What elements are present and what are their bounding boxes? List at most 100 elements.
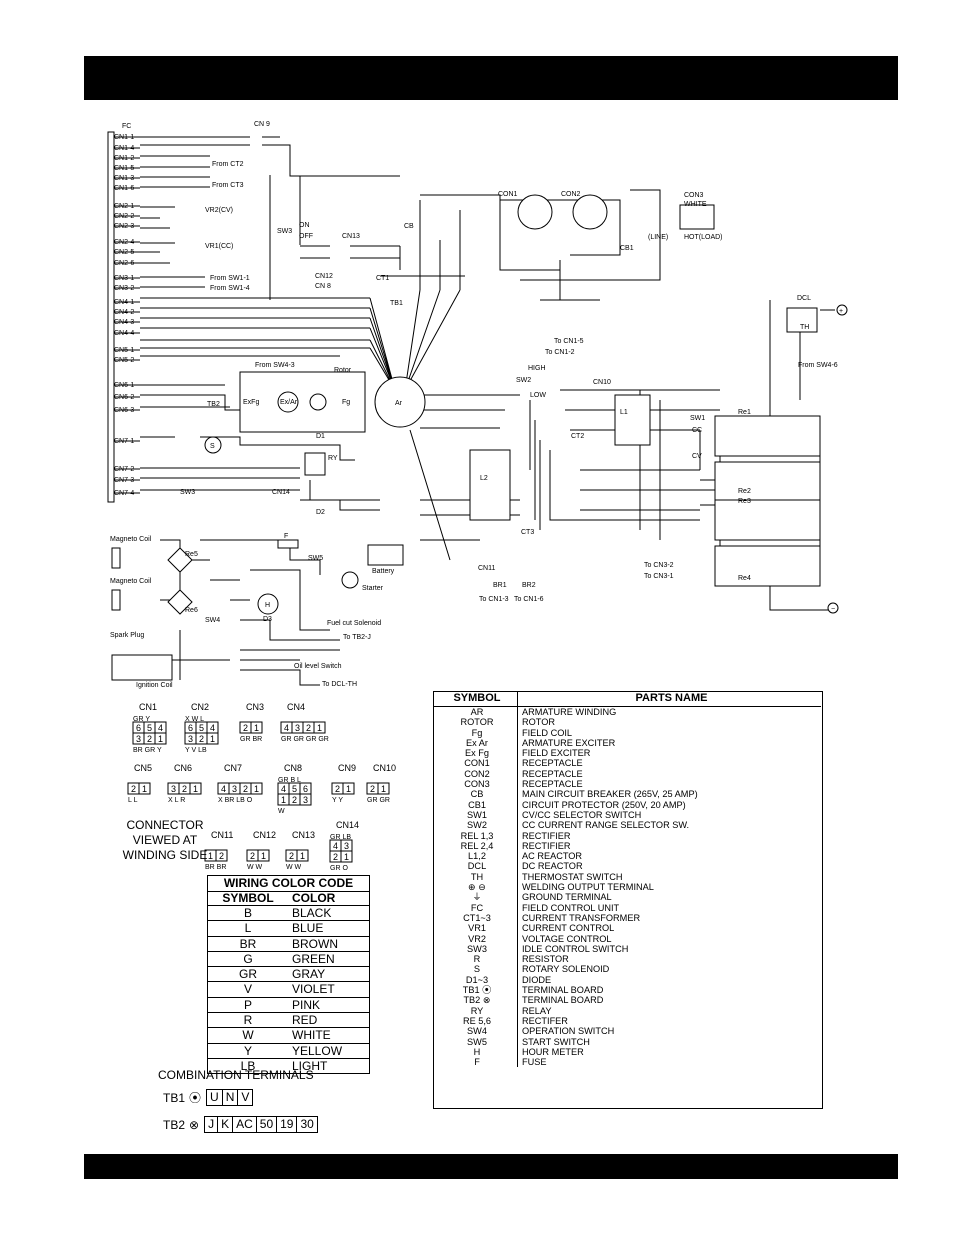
connector-pin [138,782,151,795]
parts-name: RESISTOR [522,954,569,965]
parts-symbol: VR2 [433,933,518,944]
connector-text: 1 [261,851,266,861]
connector-text: X W L [185,716,204,723]
svg-text:D1: D1 [316,433,325,440]
svg-text:TH: TH [800,324,809,331]
parts-symbol: H [433,1046,518,1058]
terminal-cell: 50 [255,1116,278,1133]
parts-symbol: RE 5,6 [433,1015,518,1027]
parts-symbol: CT1~3 [433,912,518,924]
svg-text:L2: L2 [480,475,488,482]
parts-name: OPERATION SWITCH [522,1026,615,1037]
color-name: WHITE [292,1028,331,1043]
terminal-cell: 19 [276,1116,298,1133]
svg-text:(LINE): (LINE) [648,234,668,241]
re4-rectifier [714,545,821,587]
parts-row: ⊕ ⊖WELDING OUTPUT TERMINAL [433,882,821,893]
connector-text: CN11 [211,830,233,840]
parts-symbol: R [433,954,518,965]
svg-text:RY: RY [328,455,338,462]
color-name: GRAY [292,967,326,982]
svg-text:ExFg: ExFg [243,399,259,406]
connector-text: 3 [344,841,349,851]
svg-text:Fg: Fg [342,399,350,406]
svg-text:To CN1-2: To CN1-2 [545,349,575,356]
connector-text: 1 [210,734,215,744]
connector-pin [250,721,263,734]
connector-text: 1 [281,795,286,805]
parts-name: RELAY [522,1005,552,1016]
parts-name: START SWITCH [522,1036,590,1047]
terminal-cell: 30 [296,1116,318,1133]
svg-text:From SW4-6: From SW4-6 [798,362,838,369]
parts-header-symbol: SYMBOL [433,691,518,707]
parts-name: RECTIFIER [522,830,571,841]
svg-text:Fuel cut Solenoid: Fuel cut Solenoid [327,620,381,627]
svg-text:F: F [284,533,288,540]
parts-symbol: ROTOR [433,717,518,728]
svg-text:Re2: Re2 [738,488,751,495]
svg-text:LOW: LOW [530,392,546,399]
svg-text:CN 8: CN 8 [315,283,331,290]
parts-symbol: TH [433,871,518,883]
connector-note: CONNECTOR VIEWED AT WINDING SIDE [122,818,208,862]
svg-text:SW1: SW1 [690,415,705,422]
connector-text: GR GR [367,797,390,804]
connector-text: 3 [188,734,193,744]
svg-text:Battery: Battery [372,568,395,575]
svg-text:CN 9: CN 9 [254,121,270,128]
connector-text: CN7 [224,763,242,773]
parts-name: RECEPTACLE [522,768,583,779]
parts-name: HOUR METER [522,1046,584,1057]
connector-text: CN8 [284,763,302,773]
color-symbol: Y [243,1043,252,1058]
color-symbol: GR [239,967,257,982]
positive-terminal [836,304,848,316]
parts-name: CURRENT TRANSFORMER [522,912,641,923]
connector-text: CN3 [246,702,264,712]
svg-text:VR2(CV): VR2(CV) [205,207,233,214]
parts-name: DC REACTOR [522,861,583,872]
connector-pin [342,782,355,795]
color-col-symbol: SYMBOL [222,891,274,905]
svg-text:BR1: BR1 [493,582,507,589]
color-row: GR GRAY [208,966,369,981]
svg-text:Ex/Ar: Ex/Ar [280,399,298,406]
combination-title: COMBINATION TERMINALS [158,1068,314,1082]
schematic-labels: From CT2 From CT3 VR2(CV) VR1(CC) From S… [110,121,705,689]
relay-ry [304,452,326,476]
field-control-unit: FC CN1-1CN1-4CN1-2CN1-5CN1-3CN1-6CN2-1CN… [107,123,140,503]
connector-text: 1 [344,852,349,862]
svg-text:CN12: CN12 [315,273,333,280]
connector-text: 6 [303,784,308,794]
con3-receptacle [679,204,715,230]
svg-text:SW3: SW3 [180,489,195,496]
parts-name: FIELD CONTROL UNIT [522,902,620,913]
connector-text: 3 [171,784,176,794]
svg-text:Magneto Coil: Magneto Coil [110,536,152,543]
parts-name: FIELD COIL [522,727,573,738]
svg-text:From SW1-4: From SW1-4 [210,285,250,292]
svg-text:Ignition Coil: Ignition Coil [136,682,173,689]
svg-text:−: − [831,606,835,613]
connector-pin [257,849,270,862]
svg-text:To CN3-2: To CN3-2 [644,562,674,569]
